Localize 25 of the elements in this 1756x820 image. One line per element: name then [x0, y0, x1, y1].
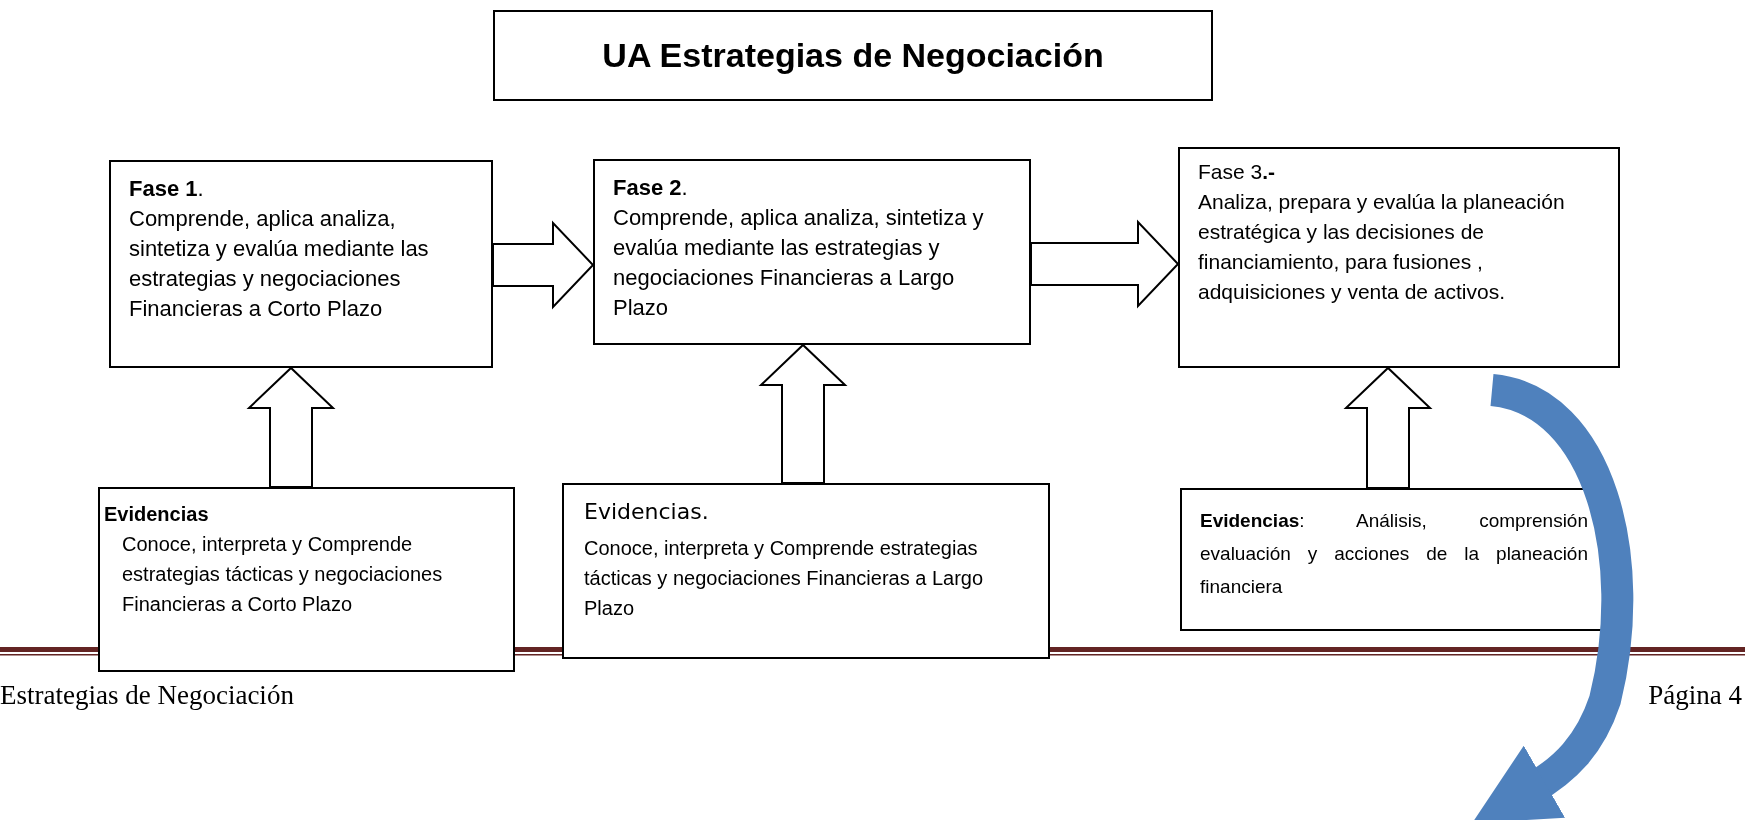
block-arrow: [758, 343, 848, 484]
box-text: Analiza, prepara y evalúa la planeación estratégica y las decisiones de financiamiento, para fusiones , adquisiciones y venta de activos.: [1198, 189, 1566, 305]
box-heading: Fase 3.-: [1198, 159, 1277, 185]
footer-text: Estrategias de Negociación: [0, 680, 294, 711]
process-box: [1178, 147, 1620, 368]
box-text: Conoce, interpreta y Comprende estrategias tácticas y negociaciones Financieras a Corto Plazo: [121, 532, 444, 617]
box-text: Conoce, interpreta y Comprende estrategias tácticas y negociaciones Financieras a Largo Plazo: [584, 536, 985, 621]
process-box: [593, 159, 1031, 345]
box-text: Comprende, aplica analiza, sintetiza y evalúa mediante las estrategias y negociaciones Financieras a Corto Plazo: [129, 205, 430, 323]
box-heading: Evidencias: [104, 502, 210, 527]
curved-arrow: [1472, 374, 1634, 820]
title: UA Estrategias de Negociación: [493, 10, 1213, 101]
process-box: [109, 160, 493, 368]
box-heading: Fase 2.: [613, 174, 689, 202]
block-arrow: [1030, 219, 1180, 309]
process-box: [562, 483, 1050, 659]
block-arrow: [492, 220, 595, 310]
process-box: [98, 487, 515, 672]
box-text: Comprende, aplica analiza, sintetiza y evalúa mediante las estrategias y negociaciones Financieras a Largo Plazo: [613, 204, 985, 322]
page-number: Página 4: [1648, 680, 1742, 711]
box-heading: Fase 1.: [129, 175, 205, 203]
block-arrow: [246, 366, 336, 488]
box-text: Evidencias: Análisis, comprensión evaluación y acciones de la planeación financiera: [1200, 509, 1588, 599]
block-arrow: [1343, 366, 1433, 489]
box-heading: Evidencias.: [584, 498, 710, 526]
